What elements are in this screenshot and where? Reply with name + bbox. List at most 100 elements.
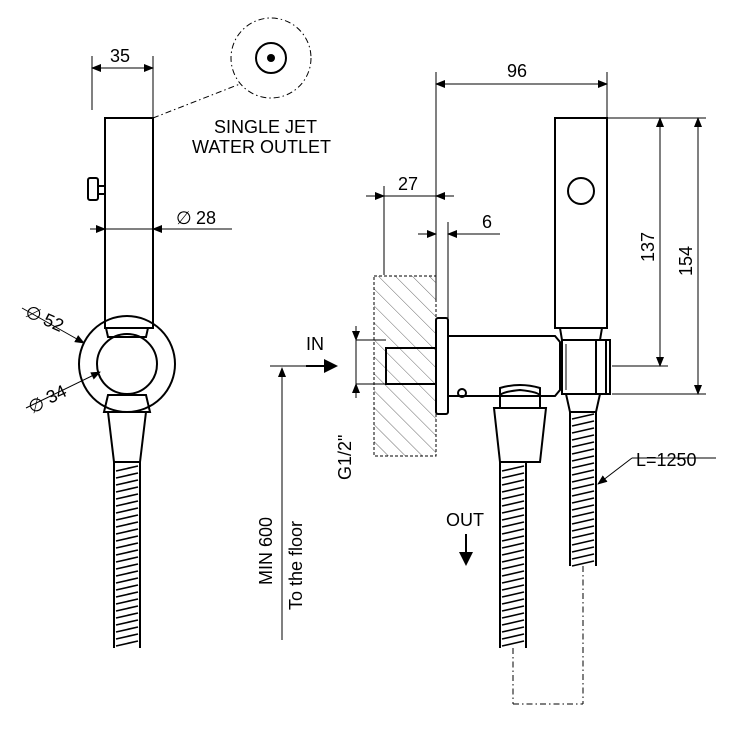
hose-outlet <box>499 462 527 648</box>
front-view: 35 ∅ 28 ∅ 52 <box>21 46 232 648</box>
dimension-137: 137 <box>607 117 706 367</box>
hose-coil <box>501 605 525 612</box>
wall-section <box>373 275 437 457</box>
side-button-icon <box>567 177 595 205</box>
hose-coil <box>115 591 139 598</box>
hose-coil <box>501 465 525 472</box>
dimension-dia-34: ∅ 34 <box>25 371 101 418</box>
hose-coil <box>571 525 595 532</box>
dimension-27-label: 27 <box>398 174 418 194</box>
hose-coil <box>115 640 139 647</box>
thread-label: G1/2" <box>335 435 355 480</box>
hose-coil <box>115 556 139 563</box>
holder-inner-ring <box>96 333 158 395</box>
hose-coil <box>115 521 139 528</box>
hose-continuation <box>512 566 584 705</box>
hose-coil <box>115 542 139 549</box>
hose-coil <box>571 413 595 420</box>
dimension-dia-28: ∅ 28 <box>90 208 232 233</box>
hose-coil <box>501 612 525 619</box>
hose-coil <box>501 507 525 514</box>
hose-coil <box>115 598 139 605</box>
outlet-callout: SINGLE JET WATER OUTLET <box>152 17 331 157</box>
dia-28-symbol: ∅ <box>176 208 192 228</box>
dimension-min-600: MIN 600 To the floor <box>256 367 306 640</box>
hose-coil <box>571 434 595 441</box>
push-button <box>87 177 99 201</box>
hose-coil <box>115 465 139 472</box>
hose-coil <box>115 619 139 626</box>
dimension-96-label: 96 <box>507 61 527 81</box>
hose-coil <box>571 532 595 539</box>
hose-coil <box>501 479 525 486</box>
hose-coil <box>115 612 139 619</box>
hose-coil <box>571 441 595 448</box>
min-600-label: MIN 600 <box>256 517 276 585</box>
hose-coil <box>571 553 595 560</box>
hose-coil <box>115 500 139 507</box>
valve-body <box>447 335 561 397</box>
hose-coil <box>501 619 525 626</box>
side-view: 96 27 6 <box>256 61 716 705</box>
hose-coil <box>571 504 595 511</box>
hose-coil <box>501 549 525 556</box>
holder-outer-ring <box>78 315 176 413</box>
hose-coil <box>115 528 139 535</box>
dimension-96: 96 <box>435 61 608 300</box>
hose-coil <box>115 514 139 521</box>
hose-coil <box>501 535 525 542</box>
dimension-6-label: 6 <box>482 212 492 232</box>
hose-coil <box>571 469 595 476</box>
hose-coil <box>501 563 525 570</box>
hose-coil <box>115 584 139 591</box>
callout-line1: SINGLE JET <box>214 117 317 137</box>
hose-coil <box>571 448 595 455</box>
hose-coil <box>501 633 525 640</box>
hose-coil <box>115 549 139 556</box>
outlet-fitting <box>499 388 541 409</box>
hose-coil <box>501 598 525 605</box>
in-label: IN <box>306 334 324 354</box>
hose-handshower <box>569 412 597 567</box>
dimension-35-label: 35 <box>110 46 130 66</box>
hose-coil <box>571 427 595 434</box>
hose-coil <box>571 455 595 462</box>
dimension-154: 154 <box>612 117 706 395</box>
dimension-thread: G1/2" <box>335 326 386 480</box>
to-floor-label: To the floor <box>286 521 306 610</box>
hose-coil <box>501 521 525 528</box>
hose-coil <box>115 633 139 640</box>
hose-coil <box>115 570 139 577</box>
hose-coil <box>501 577 525 584</box>
hose-coil <box>115 486 139 493</box>
hose-coil <box>115 563 139 570</box>
hose-coil <box>501 591 525 598</box>
flow-out: OUT <box>446 510 484 566</box>
hose-fitting-front <box>106 411 148 463</box>
out-label: OUT <box>446 510 484 530</box>
holder-side <box>561 339 607 395</box>
hose-coil <box>571 497 595 504</box>
dimension-154-label: 154 <box>676 246 696 276</box>
inlet-pipe <box>385 347 437 385</box>
hose-coil <box>571 560 595 567</box>
hose-coil <box>115 535 139 542</box>
wall-flange <box>435 317 449 415</box>
callout-line2: WATER OUTLET <box>192 137 331 157</box>
hose-coil <box>115 493 139 500</box>
hose-coil <box>501 584 525 591</box>
hose-coil <box>571 483 595 490</box>
flow-in: IN <box>270 334 338 373</box>
dimension-27: 27 <box>366 174 454 275</box>
hose-length-label: L=1250 <box>636 450 697 470</box>
hose-coil <box>571 462 595 469</box>
hose-coil <box>115 507 139 514</box>
hose-coil <box>501 500 525 507</box>
hose-coil <box>115 626 139 633</box>
dimension-dia-52: ∅ 52 <box>21 301 85 344</box>
hose-coil <box>501 528 525 535</box>
hose-coil <box>501 570 525 577</box>
hose-coil <box>501 626 525 633</box>
hose-coil <box>501 514 525 521</box>
